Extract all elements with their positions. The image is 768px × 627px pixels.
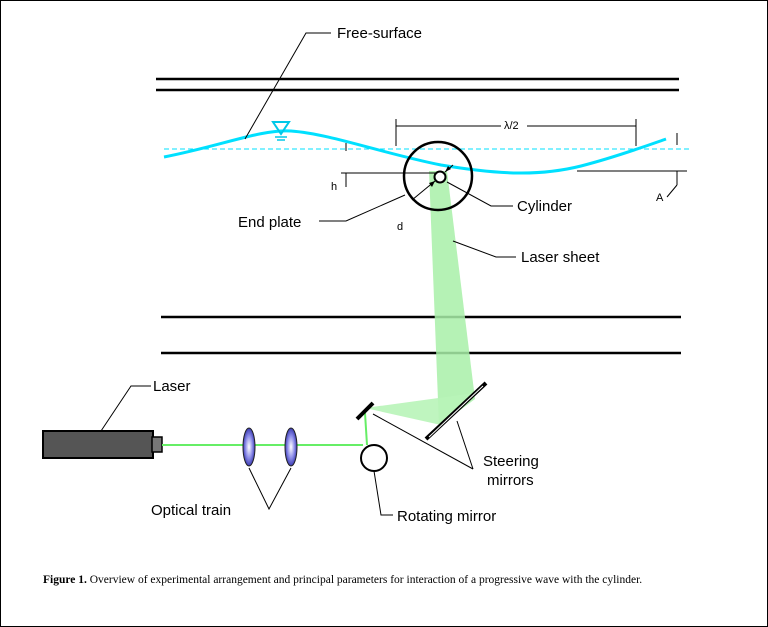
free-surface-label: Free-surface [337, 25, 422, 42]
laser-sheet-label: Laser sheet [521, 249, 600, 266]
end-plate [402, 140, 474, 212]
steering-mirrors-label-line1: Steering [483, 453, 539, 470]
laser-label: Laser [153, 378, 191, 395]
end-plate-label: End plate [238, 214, 301, 231]
free-surface-symbol [271, 121, 291, 136]
amplitude-label: A [656, 192, 664, 204]
laser-beam-up [364, 412, 368, 446]
steering-leader-2 [456, 420, 474, 470]
steering-mirrors-label-line2: mirrors [487, 472, 534, 489]
rotating-mirror [360, 444, 388, 472]
laser-body [42, 430, 154, 459]
depth-label: h [331, 181, 337, 193]
laser-nozzle [151, 436, 163, 453]
lens-1 [242, 427, 256, 467]
steering-mirror-2-face [428, 385, 484, 438]
diameter-arrow-head-2 [445, 166, 451, 172]
end-plate-leader [319, 194, 406, 222]
wavelength-label-bg [501, 117, 527, 133]
optical-train-leader [248, 467, 292, 511]
caption-text: Overview of experimental arrangement and… [86, 574, 643, 586]
lens-2 [284, 427, 298, 467]
wavelength-label: λ/2 [504, 120, 519, 132]
cylinder [433, 170, 447, 184]
rotating-mirror-leader [373, 470, 393, 516]
amplitude-leader [666, 184, 678, 198]
cylinder-leader [446, 181, 513, 207]
diameter-arrow-head [429, 181, 435, 187]
cylinder-label: Cylinder [517, 198, 572, 215]
steering-leader-1 [372, 413, 474, 470]
laser-leader [100, 385, 151, 432]
free-surface-wave [163, 129, 667, 175]
figure-caption: Figure 1. Overview of experimental arran… [43, 574, 743, 586]
optical-train-label: Optical train [151, 502, 231, 519]
caption-figure-label: Figure 1. [43, 574, 87, 586]
laser-sheet [429, 171, 475, 426]
laser-sheet-leader [452, 240, 516, 258]
rotating-mirror-label: Rotating mirror [397, 508, 496, 525]
diameter-label: d [397, 221, 403, 233]
steering-mirror-1 [355, 401, 375, 421]
free-surface-leader [244, 32, 331, 140]
